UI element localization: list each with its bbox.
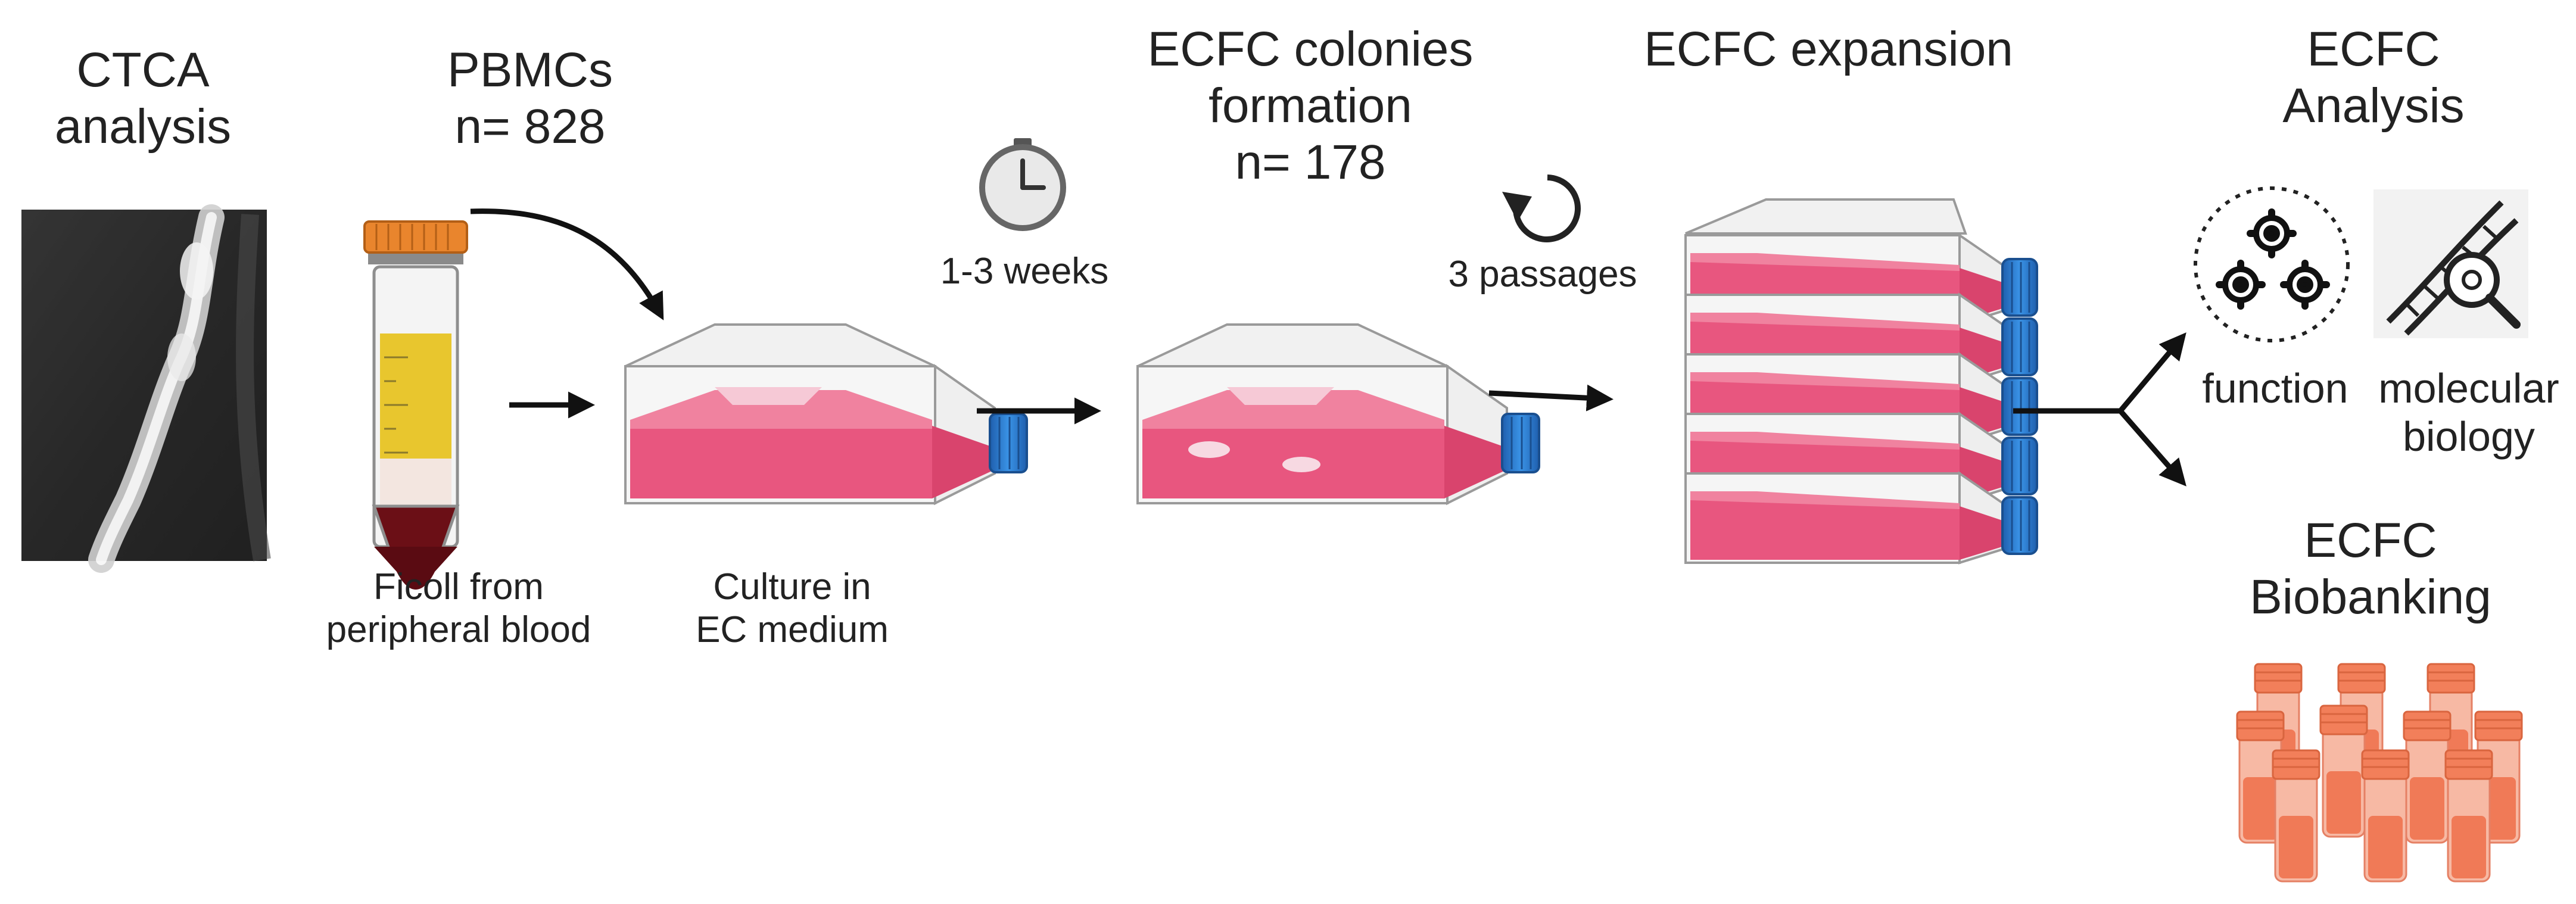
expansion-text: ECFC expansion (1644, 22, 2013, 76)
culture-line-2: EC medium (696, 609, 889, 650)
cryovials-icon (2236, 663, 2523, 883)
ficoll-tube-icon (363, 220, 468, 590)
passages-label: 3 passages (1418, 253, 1668, 296)
dna-magnifier-icon (2373, 189, 2528, 338)
ctca-line-1: CTCA (76, 43, 210, 97)
expansion-label: ECFC expansion (1620, 21, 2037, 77)
pbmcs-line-2: n= 828 (454, 99, 606, 154)
colonies-line-3: n= 178 (1235, 135, 1386, 190)
gears-icon (2194, 186, 2350, 342)
timer-label: 1-3 weeks (911, 250, 1138, 293)
cycle-icon (1502, 174, 1581, 242)
ctca-line-2: analysis (54, 99, 232, 154)
analysis-line-2: Analysis (2282, 79, 2465, 133)
ctca-image (21, 204, 271, 573)
ctca-analysis-label: CTCA analysis (36, 42, 250, 155)
biobanking-line-2: Biobanking (2250, 570, 2491, 625)
ficoll-line-1: Ficoll from (373, 566, 544, 607)
culture-flask-icon (624, 323, 1028, 504)
colonies-line-2: formation (1208, 79, 1412, 133)
pbmcs-line-1: PBMCs (447, 43, 613, 97)
culture-label: Culture in EC medium (655, 566, 929, 651)
function-text: function (2202, 365, 2348, 412)
molecular-line-2: biology (2403, 413, 2535, 460)
clock-icon (979, 138, 1066, 231)
analysis-line-1: ECFC (2307, 22, 2440, 76)
pbmcs-label: PBMCs n= 828 (423, 42, 637, 155)
culture-line-1: Culture in (713, 566, 871, 607)
colonies-label: ECFC colonies formation n= 178 (1096, 21, 1525, 191)
molecular-line-1: molecular (2378, 365, 2559, 412)
analysis-label: ECFC Analysis (2239, 21, 2508, 134)
ficoll-line-2: peripheral blood (326, 609, 591, 650)
timer-text: 1-3 weeks (940, 251, 1109, 292)
molecular-biology-label: molecular biology (2368, 364, 2570, 461)
expansion-flask-stack-icon (1684, 198, 2038, 564)
colonies-line-1: ECFC colonies (1147, 22, 1474, 76)
colony-flask-icon (1136, 323, 1540, 504)
function-label: function (2180, 364, 2371, 413)
flow-arrows (470, 208, 2186, 487)
ficoll-label: Ficoll from peripheral blood (304, 566, 613, 651)
biobanking-label: ECFC Biobanking (2204, 512, 2537, 625)
passages-text: 3 passages (1448, 254, 1637, 295)
biobanking-line-1: ECFC (2304, 513, 2437, 568)
